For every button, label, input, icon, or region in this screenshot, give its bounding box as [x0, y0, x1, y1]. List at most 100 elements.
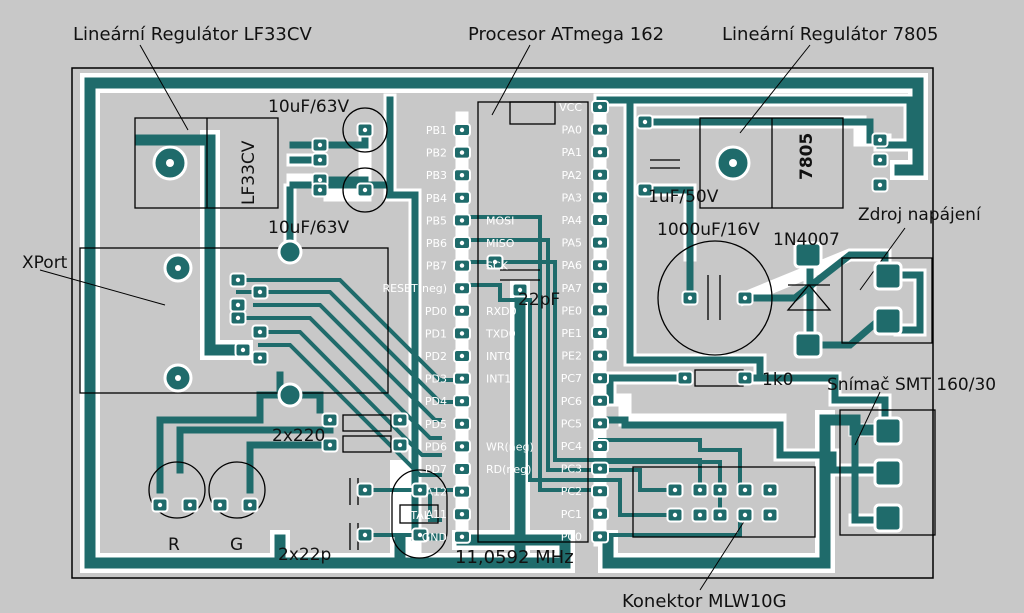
component-pad-21-hole — [742, 375, 748, 381]
pin-label-pc3: PC3 — [561, 463, 582, 476]
component-pad-38-hole — [717, 487, 723, 493]
pin-label-pa0: PA0 — [562, 124, 582, 137]
processor-left-pad-7-hole — [459, 286, 465, 291]
pin-func-label-int0: INT0 — [486, 350, 511, 363]
component-pad-18-hole — [877, 157, 883, 163]
processor-left-pad-11-hole — [459, 376, 465, 381]
pin-label-pb3: PB3 — [426, 169, 447, 182]
component-pad-29-hole — [217, 502, 223, 508]
processor-right-pad-3-hole — [597, 172, 603, 177]
processor-right-pad-19-hole — [597, 534, 603, 539]
component-pad-37-hole — [697, 487, 703, 493]
component-pad-40-hole — [767, 487, 773, 493]
label-7805-body: 7805 — [797, 133, 817, 180]
resistor-220-a — [342, 414, 392, 432]
processor-right-pad-0-hole — [597, 104, 603, 110]
label-resistor-1k: 1k0 — [762, 370, 793, 390]
component-pad-15-hole — [687, 295, 693, 301]
processor-right-pad-4-hole — [597, 195, 603, 200]
component-pad-23-hole — [397, 417, 403, 423]
label-cap-1uf: 1uF/50V — [648, 187, 719, 207]
diode-1n4007 — [786, 283, 832, 311]
pin-label-gnd: GND — [422, 531, 447, 544]
component-pad-36-hole — [672, 487, 678, 493]
capacitor-1000uf — [657, 240, 773, 356]
label-cap-1000: 1000uF/16V — [657, 220, 760, 240]
label-processor: Procesor ATmega 162 — [468, 24, 664, 45]
pin-func-label-rxd0: RXD0 — [486, 305, 517, 318]
processor-right-pad-1-hole — [597, 127, 603, 132]
pin-label-pc5: PC5 — [561, 417, 582, 430]
crystal-outline — [391, 469, 448, 559]
pin-label-pa4: PA4 — [562, 214, 582, 227]
leader-lines — [39, 44, 906, 591]
processor-right-pad-18-hole — [597, 511, 603, 516]
pin-label-pe0: PE0 — [561, 304, 582, 317]
pin-label-pc0: PC0 — [561, 530, 582, 543]
processor-right-pad-16-hole — [597, 466, 603, 471]
processor-left-pad-16-hole — [459, 489, 465, 494]
processor-right-pad-6-hole — [597, 240, 603, 245]
pin-label-pb6: PB6 — [426, 237, 447, 250]
processor-left-pad-9-hole — [459, 331, 465, 336]
pin-label-pc1: PC1 — [561, 508, 582, 521]
label-connector: Konektor MLW10G — [622, 591, 787, 612]
label-diode: 1N4007 — [773, 230, 840, 250]
processor-left-pad-4-hole — [459, 218, 465, 223]
pin-label-pb4: PB4 — [426, 192, 447, 205]
label-cap-bottom: 10uF/63V — [268, 218, 350, 238]
label-cap-top: 10uF/63V — [268, 97, 350, 117]
pin-label-pd5: PD5 — [425, 418, 447, 431]
pin-label-a11: A11 — [425, 508, 447, 521]
component-pad-41-hole — [672, 512, 678, 518]
component-pad-28-hole — [247, 502, 253, 508]
component-pad-13-hole — [642, 119, 648, 125]
capacitor-top — [342, 107, 388, 153]
processor-right-pad-15-hole — [597, 443, 603, 449]
component-pad-45-hole — [767, 512, 773, 518]
processor-left-pad-15-hole — [459, 466, 465, 472]
pin-label-pb5: PB5 — [426, 214, 447, 227]
component-pad-6-hole — [235, 277, 241, 283]
pin-label-a12: A12 — [425, 486, 447, 499]
pin-func-label-txd0: TXD0 — [485, 327, 516, 340]
processor-right-pad-12-hole — [597, 376, 603, 381]
pin-label-pa1: PA1 — [562, 146, 582, 159]
pin-label-pd3: PD3 — [425, 373, 447, 386]
processor-right-pad-7-hole — [597, 263, 603, 268]
pin-func-label-wrneg: WR(neg) — [486, 440, 534, 453]
processor-left-pad-6-hole — [459, 263, 465, 268]
processor-left-pad-14-hole — [459, 444, 465, 449]
pin-label-pa6: PA6 — [562, 259, 582, 272]
component-pad-4-hole — [362, 127, 368, 133]
processor-left-pad-5-hole — [459, 240, 465, 246]
component-pad-9-hole — [257, 289, 263, 295]
processor-left-pad-13-hole — [459, 421, 465, 426]
pin-label-pb1: PB1 — [426, 124, 447, 137]
connector-pads — [793, 241, 903, 533]
label-power-src: Zdroj napájení — [858, 205, 982, 225]
pin-label-pc6: PC6 — [561, 395, 582, 408]
pads-group — [151, 100, 889, 544]
pin-label-pc4: PC4 — [561, 440, 582, 453]
label-crystal: 11,0592 MHz — [455, 547, 574, 568]
processor-right-pad-13-hole — [597, 398, 603, 403]
processor-left-pad-0-hole — [459, 127, 465, 133]
component-pad-11-hole — [240, 347, 246, 353]
processor-left-pad-17-hole — [459, 512, 465, 517]
component-pad-0-hole — [317, 142, 323, 148]
pin-label-pd7: PD7 — [425, 463, 447, 476]
sensor-connector — [839, 409, 936, 536]
processor-left-pad-18-hole — [459, 534, 465, 539]
pin-label-pd1: PD1 — [425, 327, 447, 340]
pin-func-label-sck: SCK — [486, 260, 509, 273]
processor-right-pad-5-hole — [597, 217, 603, 223]
component-pad-25-hole — [397, 442, 403, 448]
pin-label-pa5: PA5 — [562, 237, 582, 250]
pin-label-pd4: PD4 — [425, 395, 447, 408]
component-pad-17-hole — [877, 137, 883, 143]
label-reg-7805: Lineární Regulátor 7805 — [722, 24, 938, 45]
resistor-220-b — [342, 435, 392, 453]
